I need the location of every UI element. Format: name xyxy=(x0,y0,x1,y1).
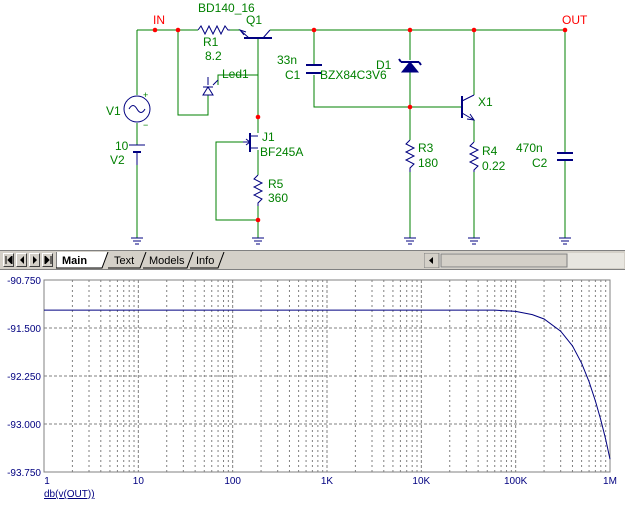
q1-transistor[interactable] xyxy=(238,28,272,39)
tab-info[interactable]: Info xyxy=(190,252,225,269)
wire-led-loop[interactable] xyxy=(177,30,209,116)
junction-nodes xyxy=(152,27,568,223)
j1-ref-label: J1 xyxy=(262,130,275,144)
d1-zener[interactable] xyxy=(398,58,422,73)
y-tick-label: -92.250 xyxy=(7,372,41,383)
d1-model-label: BZX84C3V6 xyxy=(320,68,387,82)
prev-tab-button[interactable] xyxy=(16,253,27,267)
tab-main-label: Main xyxy=(62,255,88,267)
d1-ref-label: D1 xyxy=(376,58,392,72)
ground-symbols xyxy=(131,237,571,245)
q1-ref-label: Q1 xyxy=(246,13,262,27)
r3-ref-label: R3 xyxy=(418,141,434,155)
c2-value-label: 470n xyxy=(516,141,543,155)
tab-text-label: Text xyxy=(114,255,135,267)
r1-ref-label: R1 xyxy=(203,35,219,49)
last-tab-button[interactable] xyxy=(42,253,53,267)
horizontal-scrollbar[interactable] xyxy=(423,252,624,269)
y-axis-label[interactable]: db(v(OUT)) xyxy=(44,489,95,500)
y-tick-label: -93.000 xyxy=(7,420,41,431)
prev-icon xyxy=(20,256,24,264)
tab-models[interactable]: Models xyxy=(143,252,194,269)
r5-ref-label: R5 xyxy=(268,177,284,191)
c2-capacitor[interactable] xyxy=(557,152,573,161)
r3-value-label: 180 xyxy=(418,156,438,170)
r1-resistor[interactable] xyxy=(197,24,230,36)
next-tab-button[interactable] xyxy=(29,253,40,267)
scroll-left-icon xyxy=(429,257,433,264)
x-tick-label: 1 xyxy=(44,476,50,487)
y-tick-label: -90.750 xyxy=(7,276,41,287)
j1-model-label: BF245A xyxy=(260,145,303,159)
x1-transistor[interactable] xyxy=(461,94,476,121)
wire-led-top[interactable] xyxy=(217,74,258,85)
x-tick-label: 10 xyxy=(133,476,145,487)
series-line-db-v-out[interactable] xyxy=(44,309,611,460)
v2-battery[interactable] xyxy=(129,144,145,165)
r3-resistor[interactable] xyxy=(404,139,416,172)
x-tick-label: 1K xyxy=(321,476,334,487)
j1-jfet[interactable] xyxy=(243,133,258,152)
r1-value-label: 8.2 xyxy=(205,49,222,63)
wire-c1-bot[interactable] xyxy=(313,75,410,108)
q1-model-label: BD140_16 xyxy=(198,1,255,15)
tab-info-label: Info xyxy=(196,255,215,267)
label-out: OUT xyxy=(562,13,588,27)
x1-ref-label: X1 xyxy=(478,95,493,109)
x-tick-label: 100 xyxy=(224,476,241,487)
wire-j1-gate[interactable] xyxy=(215,141,258,221)
x-tick-label: 10K xyxy=(412,476,430,487)
tab-text[interactable]: Text xyxy=(108,252,147,269)
r4-ref-label: R4 xyxy=(482,144,498,158)
r5-value-label: 360 xyxy=(268,191,288,205)
first-icon xyxy=(5,256,13,264)
schematic-canvas[interactable]: + − IN OUT BD140_16 Q1 R1 8.2 Led1 V1 10… xyxy=(0,0,625,250)
scroll-thumb[interactable] xyxy=(440,253,568,268)
y-tick-label: -91.500 xyxy=(7,324,41,335)
last-icon xyxy=(44,256,52,264)
y-tick-label: -93.750 xyxy=(7,468,41,479)
r4-value-label: 0.22 xyxy=(482,159,506,173)
v1-source[interactable] xyxy=(123,95,151,123)
x-tick-labels: 1 10 100 1K 10K 100K 1M xyxy=(44,476,617,487)
led1-ref-label: Led1 xyxy=(222,67,249,81)
tab-main[interactable]: Main xyxy=(56,252,109,269)
led1-diode[interactable] xyxy=(202,77,219,96)
plot-grid xyxy=(44,280,610,472)
x-tick-label: 1M xyxy=(603,476,617,487)
c2-ref-label: C2 xyxy=(532,156,548,170)
c1-capacitor[interactable] xyxy=(306,64,322,74)
c1-value-label: 33n xyxy=(277,53,297,67)
x-tick-label: 100K xyxy=(504,476,528,487)
c1-ref-label: C1 xyxy=(285,68,301,82)
tab-models-label: Models xyxy=(149,255,185,267)
y-tick-labels: -90.750 -91.500 -92.250 -93.000 -93.750 xyxy=(7,276,41,479)
r5-resistor[interactable] xyxy=(252,174,264,206)
v1-ref-label: V1 xyxy=(106,104,121,118)
v2-value-label: 10 xyxy=(115,139,129,153)
next-icon xyxy=(33,256,37,264)
v1-plus-sign: + xyxy=(143,90,148,100)
label-in: IN xyxy=(153,13,165,27)
v1-minus-sign: − xyxy=(143,120,148,130)
first-tab-button[interactable] xyxy=(3,253,14,267)
r4-resistor[interactable] xyxy=(468,141,480,172)
tab-bar: Main Text Models Info xyxy=(0,250,625,270)
v2-ref-label: V2 xyxy=(110,153,125,167)
